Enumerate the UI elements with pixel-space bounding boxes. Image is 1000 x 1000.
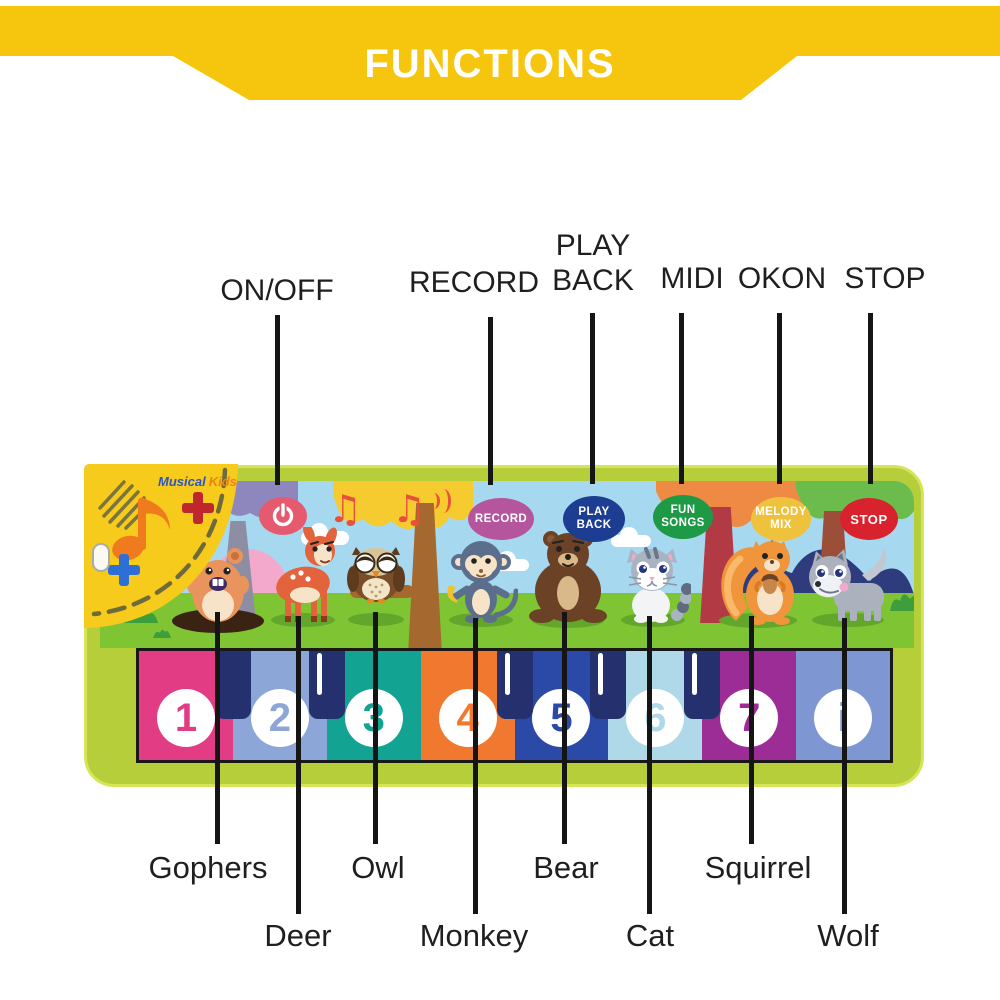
callout-line-deer <box>296 616 301 914</box>
fun-songs-button: FUN SONGS <box>653 495 713 539</box>
piano-keyboard: 1 2 3 4 5 6 <box>136 648 893 763</box>
label-gophers: Gophers <box>148 850 268 885</box>
piano-key-1-number: 1 <box>156 689 215 747</box>
bear-illustration <box>529 531 607 623</box>
play-back-button: PLAY BACK <box>563 496 625 542</box>
monkey-illustration <box>447 541 518 623</box>
volume-down-icon <box>108 554 140 586</box>
music-note-icon <box>112 498 170 561</box>
banner-title: FUNCTIONS <box>364 42 616 86</box>
grass-tuft-illustration <box>890 594 914 611</box>
black-key <box>309 651 345 719</box>
callout-line-record <box>488 317 493 485</box>
label-monkey: Monkey <box>419 918 529 953</box>
label-on-off: ON/OFF <box>220 274 334 307</box>
cat-tail <box>671 583 691 621</box>
label-bear: Bear <box>533 850 599 885</box>
black-key <box>497 651 533 719</box>
stop-button-label: STOP <box>850 511 888 527</box>
speaker-dashed-trim <box>91 467 228 617</box>
cat-illustration <box>627 547 691 623</box>
label-cat: Cat <box>625 918 675 953</box>
speaker-unit <box>84 464 238 628</box>
callout-line-okon <box>777 313 782 484</box>
power-button <box>259 497 307 535</box>
volume-up-icon <box>182 492 214 524</box>
piano-play-mat: ♫ ♫ RECORD PLAY <box>84 464 924 787</box>
label-play-line2: BACK <box>552 264 634 297</box>
brand-logo-word2: Kids <box>208 474 237 489</box>
side-switch <box>92 543 110 572</box>
piano-key-4-number: 4 <box>438 689 497 747</box>
label-owl: Owl <box>351 850 405 885</box>
owl-illustration <box>347 547 405 603</box>
callout-line-midi <box>679 313 684 484</box>
sound-wave-icon <box>436 489 451 513</box>
black-key <box>215 651 251 719</box>
black-key <box>684 651 720 719</box>
cloud-icon <box>611 527 651 547</box>
callout-line-on-off <box>275 315 280 485</box>
power-icon <box>272 503 294 527</box>
wolf-illustration <box>809 547 887 621</box>
piano-key-6-number: 6 <box>626 689 685 747</box>
label-record: RECORD <box>408 266 540 299</box>
piano-key-5-number: 5 <box>532 689 591 747</box>
music-note-icon: ♫ <box>328 487 363 531</box>
callout-line-monkey <box>473 618 478 914</box>
callout-line-gophers <box>215 612 220 844</box>
squirrel-illustration <box>721 532 794 625</box>
label-squirrel: Squirrel <box>704 850 812 885</box>
black-key <box>590 651 626 719</box>
callout-line-owl <box>373 612 378 844</box>
brand-logo-word1: Musical <box>158 474 206 489</box>
label-midi: MIDI <box>660 262 724 295</box>
label-stop: STOP <box>844 262 926 295</box>
callout-line-wolf <box>842 618 847 914</box>
gopher-illustration <box>187 548 249 622</box>
label-play-line1: PLAY <box>555 229 631 262</box>
deer-illustration <box>276 527 337 622</box>
callout-line-cat <box>647 616 652 914</box>
callout-line-stop <box>868 313 873 484</box>
callout-line-squirrel <box>749 616 754 844</box>
label-okon: OKON <box>737 262 827 295</box>
stop-button: STOP <box>840 498 898 540</box>
label-wolf: Wolf <box>817 918 879 953</box>
music-note-icon: ♫ <box>392 487 451 531</box>
mat-scene: ♫ ♫ RECORD PLAY <box>100 481 914 777</box>
callout-line-play-back <box>590 313 595 484</box>
grass-tuft-illustration <box>153 629 171 638</box>
callout-line-bear <box>562 612 567 844</box>
label-play-back: PLAY BACK <box>552 228 634 298</box>
mat-border: ♫ ♫ RECORD PLAY <box>87 468 921 784</box>
record-button-label: RECORD <box>474 512 528 525</box>
melody-mix-button: MELODY MIX <box>751 497 811 541</box>
label-deer: Deer <box>264 918 332 953</box>
record-button: RECORD <box>468 498 534 540</box>
